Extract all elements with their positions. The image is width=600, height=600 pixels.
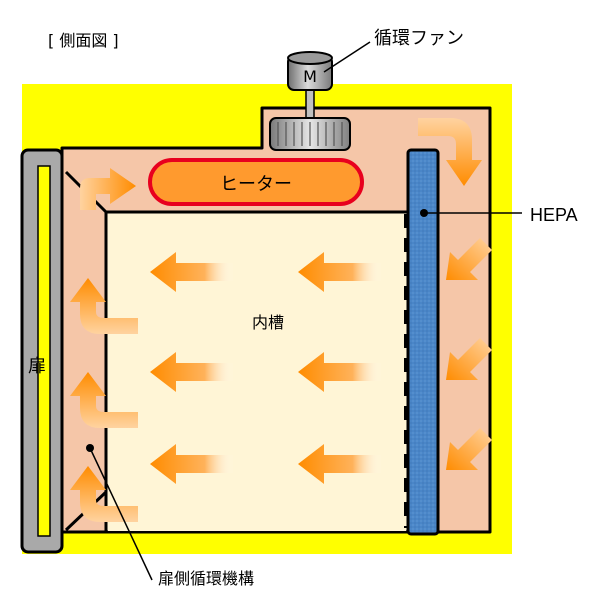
airflow-arrow-left [150,352,234,392]
airflow-arrows-door-side [70,278,138,522]
mechanism-leader-line [89,447,153,581]
airflow-arrow-top-right [418,118,482,186]
hepa-label: HEPA [530,205,578,225]
airflow-arrow-left [150,444,234,484]
airflow-arrow-up [70,466,138,522]
airflow-arrow-diagonal [446,428,492,470]
airflow-arrows-return [446,238,492,470]
airflow-arrow-diagonal [446,338,492,380]
motor-icon [287,51,333,91]
airflow-arrow-up [70,372,138,428]
fan-icon [269,117,351,151]
fan-shaft [305,85,315,121]
hepa-filter [406,148,440,536]
airflow-arrow-left [150,252,234,292]
motor-label: M [303,67,317,86]
inner-tank-label: 内槽 [252,313,284,332]
airflow-arrow-left [298,352,382,392]
fan-label: 循環ファン [374,28,464,49]
airflow-arrow-diagonal [446,238,492,280]
heater-label: ヒーター [220,174,292,195]
fan-leader-line [323,41,371,73]
heater [148,158,364,206]
door-seal [37,165,51,537]
door-side-mechanism-label: 扉側循環機構 [158,569,254,588]
door-label: 扉 [28,356,46,377]
airflow-arrow-up [70,278,138,334]
airflow-arrow-left [298,252,382,292]
airflow-arrow-top-left [80,168,136,210]
airflow-arrow-left [298,444,382,484]
diagram-title: [ 側面図 ] [48,31,119,50]
airflow-arrows-inner [150,252,382,484]
